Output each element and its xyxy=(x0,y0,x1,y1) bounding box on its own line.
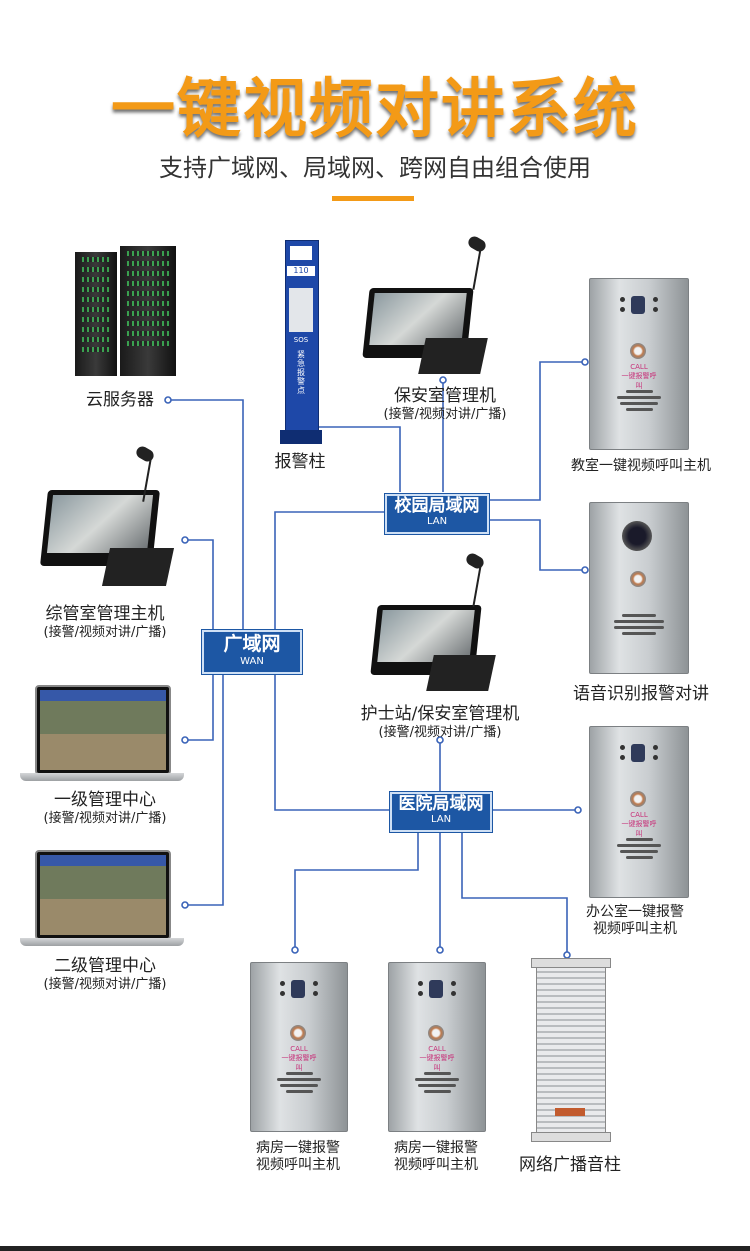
alarm-pillar-label: 报警柱 xyxy=(274,452,326,472)
speaker-column-label: 网络广播音柱 xyxy=(519,1155,621,1175)
cloud-server-label: 云服务器 xyxy=(86,390,154,410)
bottom-rule xyxy=(0,1246,750,1251)
admin-host-label: 综管室管理主机 (接警/视频对讲/广播) xyxy=(43,604,167,640)
office-call-label: 办公室一键报警 视频呼叫主机 xyxy=(586,904,684,937)
hospital-lan-node: 医院局域网 LAN xyxy=(390,792,492,832)
security-host-label: 保安室管理机 (接警/视频对讲/广播) xyxy=(383,386,507,422)
voice-alarm-panel-icon xyxy=(589,502,689,674)
accent-bar xyxy=(332,196,414,201)
campus-lan-node: 校园局域网 LAN xyxy=(385,494,489,534)
page-subtitle: 支持广域网、局域网、跨网自由组合使用 xyxy=(159,154,591,182)
page-title: 一键视频对讲系统 xyxy=(111,73,639,147)
admin-host-icon xyxy=(40,444,175,586)
security-host-icon xyxy=(362,234,488,374)
voice-alarm-label: 语音识别报警对讲 xyxy=(573,684,709,704)
wan-node: 广域网 WAN xyxy=(202,630,302,674)
ward-call-1-label: 病房一键报警 视频呼叫主机 xyxy=(256,1140,340,1173)
nurse-station-host-label: 护士站/保安室管理机 (接警/视频对讲/广播) xyxy=(360,704,520,740)
nurse-station-host-icon xyxy=(370,551,496,691)
ward-call-2-label: 病房一键报警 视频呼叫主机 xyxy=(394,1140,478,1173)
level1-center-label: 一级管理中心 (接警/视频对讲/广播) xyxy=(43,790,167,826)
level2-center-label: 二级管理中心 (接警/视频对讲/广播) xyxy=(43,956,167,992)
classroom-call-label: 教室一键视频呼叫主机 xyxy=(571,458,711,474)
